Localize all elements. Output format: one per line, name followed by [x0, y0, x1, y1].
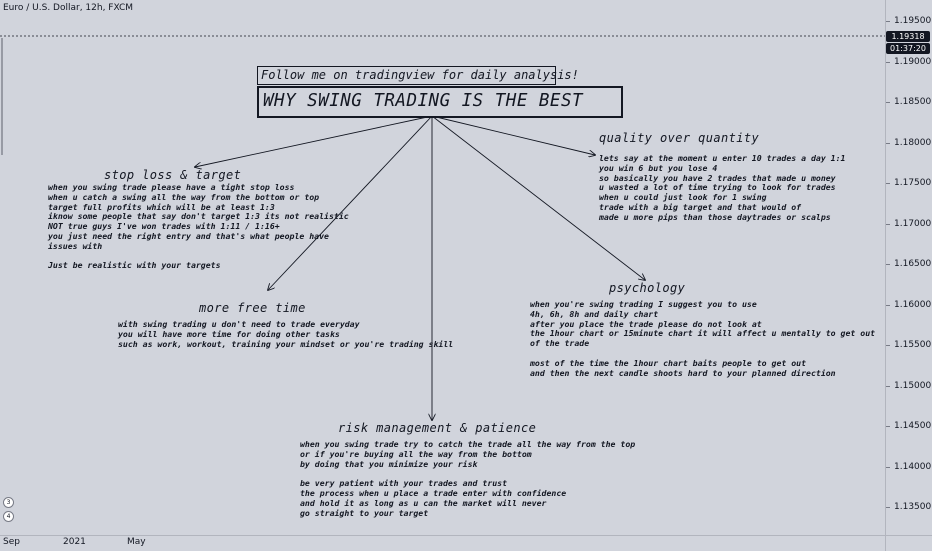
price-tick-label: 1.17500 [885, 178, 932, 188]
annotation-line: you win 6 but you lose 4 [599, 162, 718, 173]
arrow-free-time [268, 115, 433, 290]
annotation-line: u wasted a lot of time trying to look fo… [599, 182, 836, 193]
psychology-heading: psychology [609, 281, 686, 295]
current-price-tag: 1.19318 [886, 31, 930, 42]
time-tick-label: 2021 [63, 537, 86, 547]
price-tick-label: 1.17000 [885, 218, 932, 229]
annotation-arrows [0, 35, 885, 535]
annotation-line: after you place the trade please do not … [530, 318, 762, 329]
annotation-line: lets say at the moment u enter 10 trades… [599, 153, 846, 163]
annotation-line: when you swing trade please have a tight… [48, 182, 295, 192]
event-badge[interactable]: 4 [3, 511, 14, 522]
annotation-line: made u more pips than those daytrades or… [599, 211, 831, 222]
annotation-line: when you're swing trading I suggest you … [530, 299, 757, 309]
price-tick-label: 1.15500 [885, 340, 932, 350]
quality-text: lets say at the moment u enter 10 trades… [599, 153, 846, 223]
annotation-line: Just be realistic with your targets [48, 260, 221, 271]
follow-box[interactable]: Follow me on tradingview for daily analy… [257, 66, 579, 85]
price-tick-label: 1.13500 [885, 502, 932, 512]
annotation-line: by doing that you minimize your risk [300, 458, 478, 469]
price-tick-label: 1.14000 [885, 461, 932, 472]
risk-heading: risk management & patience [338, 421, 537, 435]
price-tick-label: 1.19000 [885, 56, 932, 67]
annotation-line: or if you're buying all the way from the… [300, 448, 532, 459]
annotation-line: issues with [48, 240, 103, 251]
annotation-line: such as work, workout, training your min… [118, 338, 454, 349]
annotation-line: target full profits which will be at lea… [48, 201, 275, 212]
annotation-line: you will have more time for doing other … [118, 328, 340, 339]
follow-text: Follow me on tradingview for daily analy… [261, 68, 579, 82]
free-time-heading: more free time [199, 301, 306, 315]
risk-text: when you swing trade try to catch the tr… [300, 439, 636, 518]
title-text: WHY SWING TRADING IS THE BEST [263, 91, 584, 111]
arrow-psychology [431, 115, 645, 280]
arrow-quality [431, 115, 595, 155]
time-axis[interactable]: Sep 2021 May [0, 535, 885, 551]
annotation-line: and hold it as long as u can the market … [300, 497, 547, 508]
annotation-line: when u catch a swing all the way from th… [48, 191, 320, 202]
annotation-line: the 1hour chart or 15minute chart it wil… [530, 328, 876, 339]
annotation-line: and then the next candle shoots hard to … [530, 367, 836, 378]
annotation-line: NOT true guys I've won trades with 1:11 … [48, 221, 280, 232]
annotation-line: go straight to your target [300, 507, 429, 518]
time-tick-label: May [127, 537, 146, 547]
arrow-stop-loss [195, 115, 433, 167]
price-tick-label: 1.18500 [885, 97, 932, 107]
price-tick-label: 1.19500 [885, 16, 932, 26]
price-tick-label: 1.14500 [885, 421, 932, 431]
annotation-line: the process when u place a trade enter w… [300, 487, 567, 498]
price-tick-label: 1.15000 [885, 380, 932, 391]
annotation-line: with swing trading u don't need to trade… [118, 319, 360, 329]
axis-corner[interactable] [885, 535, 932, 551]
annotation-line: be very patient with your trades and tru… [300, 478, 508, 489]
annotation-line: of the trade [530, 338, 590, 349]
annotation-line: iknow some people that say don't target … [48, 211, 349, 222]
price-axis[interactable]: 1.19500 1.19000 1.18500 1.18000 1.17500 1.170… [885, 0, 932, 535]
price-tick-label: 1.16500 [885, 259, 932, 269]
title-box[interactable]: WHY SWING TRADING IS THE BEST [257, 86, 623, 118]
annotation-line: when you swing trade try to catch the tr… [300, 439, 636, 449]
stop-loss-heading: stop loss & target [104, 168, 242, 182]
price-tick-label: 1.18000 [885, 137, 932, 148]
symbol-legend[interactable]: Euro / U.S. Dollar, 12h, FXCM [3, 3, 134, 13]
free-time-text: with swing trading u don't need to trade… [118, 319, 454, 349]
price-tick-label: 1.16000 [885, 299, 932, 310]
annotation-line: trade with a big target and that would o… [599, 201, 802, 212]
annotation-line: when u could just look for 1 swing [599, 192, 767, 203]
time-tick-label: Sep [3, 537, 20, 547]
annotation-line: most of the time the 1hour chart baits p… [530, 357, 807, 368]
stop-loss-text: when you swing trade please have a tight… [48, 182, 349, 271]
annotation-line: so basically you have 2 trades that made… [599, 172, 836, 183]
quality-heading: quality over quantity [599, 131, 760, 145]
event-badge[interactable]: 3 [3, 497, 14, 508]
psychology-text: when you're swing trading I suggest you … [530, 299, 876, 378]
annotation-line: you just need the right entry and that's… [48, 230, 329, 241]
annotation-line: 4h, 6h, 8h and daily chart [530, 308, 659, 319]
countdown-tag: 01:37:20 [886, 43, 930, 54]
